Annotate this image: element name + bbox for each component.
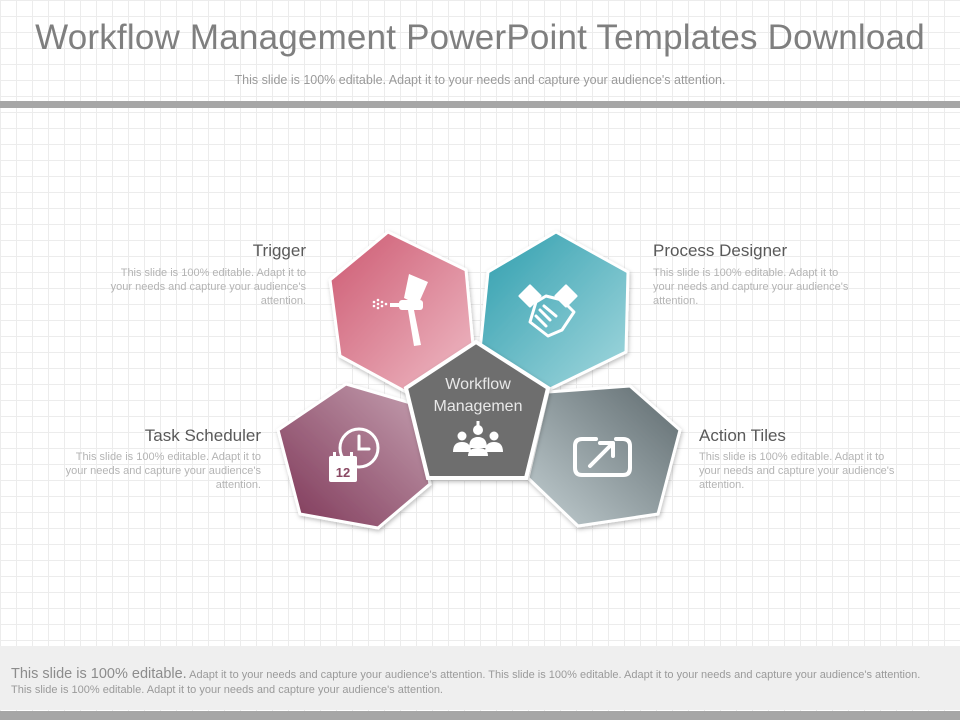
task-scheduler-desc-line: attention. (215, 479, 261, 491)
footer-lead: This slide is 100% editable. (11, 666, 187, 682)
share-arrow-icon (573, 437, 632, 477)
people-group-icon (453, 421, 503, 456)
trigger-desc-line: attention. (260, 295, 306, 307)
center-label-line2: Managemen (434, 398, 523, 415)
process-designer-desc-line: This slide is 100% editable. Adapt it to (653, 267, 839, 279)
page-subtitle: This slide is 100% editable. Adapt it to… (234, 73, 726, 87)
footer-body: Adapt it to your needs and capture your … (11, 669, 921, 696)
action-tiles-description: This slide is 100% editable. Adapt it to… (699, 450, 919, 492)
trigger-title: Trigger (252, 241, 306, 260)
action-tiles-title: Action Tiles (699, 426, 786, 445)
trigger-desc-line: your needs and capture your audience's (110, 281, 306, 293)
task-scheduler-description: This slide is 100% editable. Adapt it to… (41, 450, 261, 492)
trigger-desc-line: This slide is 100% editable. Adapt it to (120, 267, 306, 279)
handshake-icon (518, 284, 578, 338)
action-tiles-desc-line: attention. (699, 479, 745, 491)
trigger-description: This slide is 100% editable. Adapt it to… (86, 266, 306, 308)
calendar-number: 12 (336, 465, 350, 480)
action-tiles-desc-line: This slide is 100% editable. Adapt it to (699, 451, 885, 463)
task-scheduler-desc-line: This slide is 100% editable. Adapt it to (75, 451, 261, 463)
action-tiles-hexagon[interactable] (526, 384, 682, 528)
footer-text: This slide is 100% editable. Adapt it to… (11, 667, 936, 698)
footer-band (0, 646, 960, 710)
process-designer-title: Process Designer (653, 241, 788, 260)
process-designer-desc-line: attention. (653, 295, 699, 307)
task-scheduler-hexagon[interactable]: 12 (276, 382, 432, 530)
top-divider (0, 101, 960, 108)
task-scheduler-title: Task Scheduler (144, 426, 261, 445)
action-tiles-desc-line: your needs and capture your audience's (699, 465, 895, 477)
page-title: Workflow Management PowerPoint Templates… (35, 18, 925, 57)
calendar-clock-icon: 12 (329, 427, 380, 482)
task-scheduler-desc-line: your needs and capture your audience's (65, 465, 261, 477)
process-designer-description: This slide is 100% editable. Adapt it to… (653, 266, 873, 308)
center-label-line1: Workflow (445, 376, 511, 393)
bottom-divider (0, 711, 960, 720)
spray-gun-icon (372, 274, 428, 346)
process-designer-desc-line: your needs and capture your audience's (653, 281, 849, 293)
workflow-management-hexagon[interactable]: Workflow Managemen (403, 339, 551, 480)
